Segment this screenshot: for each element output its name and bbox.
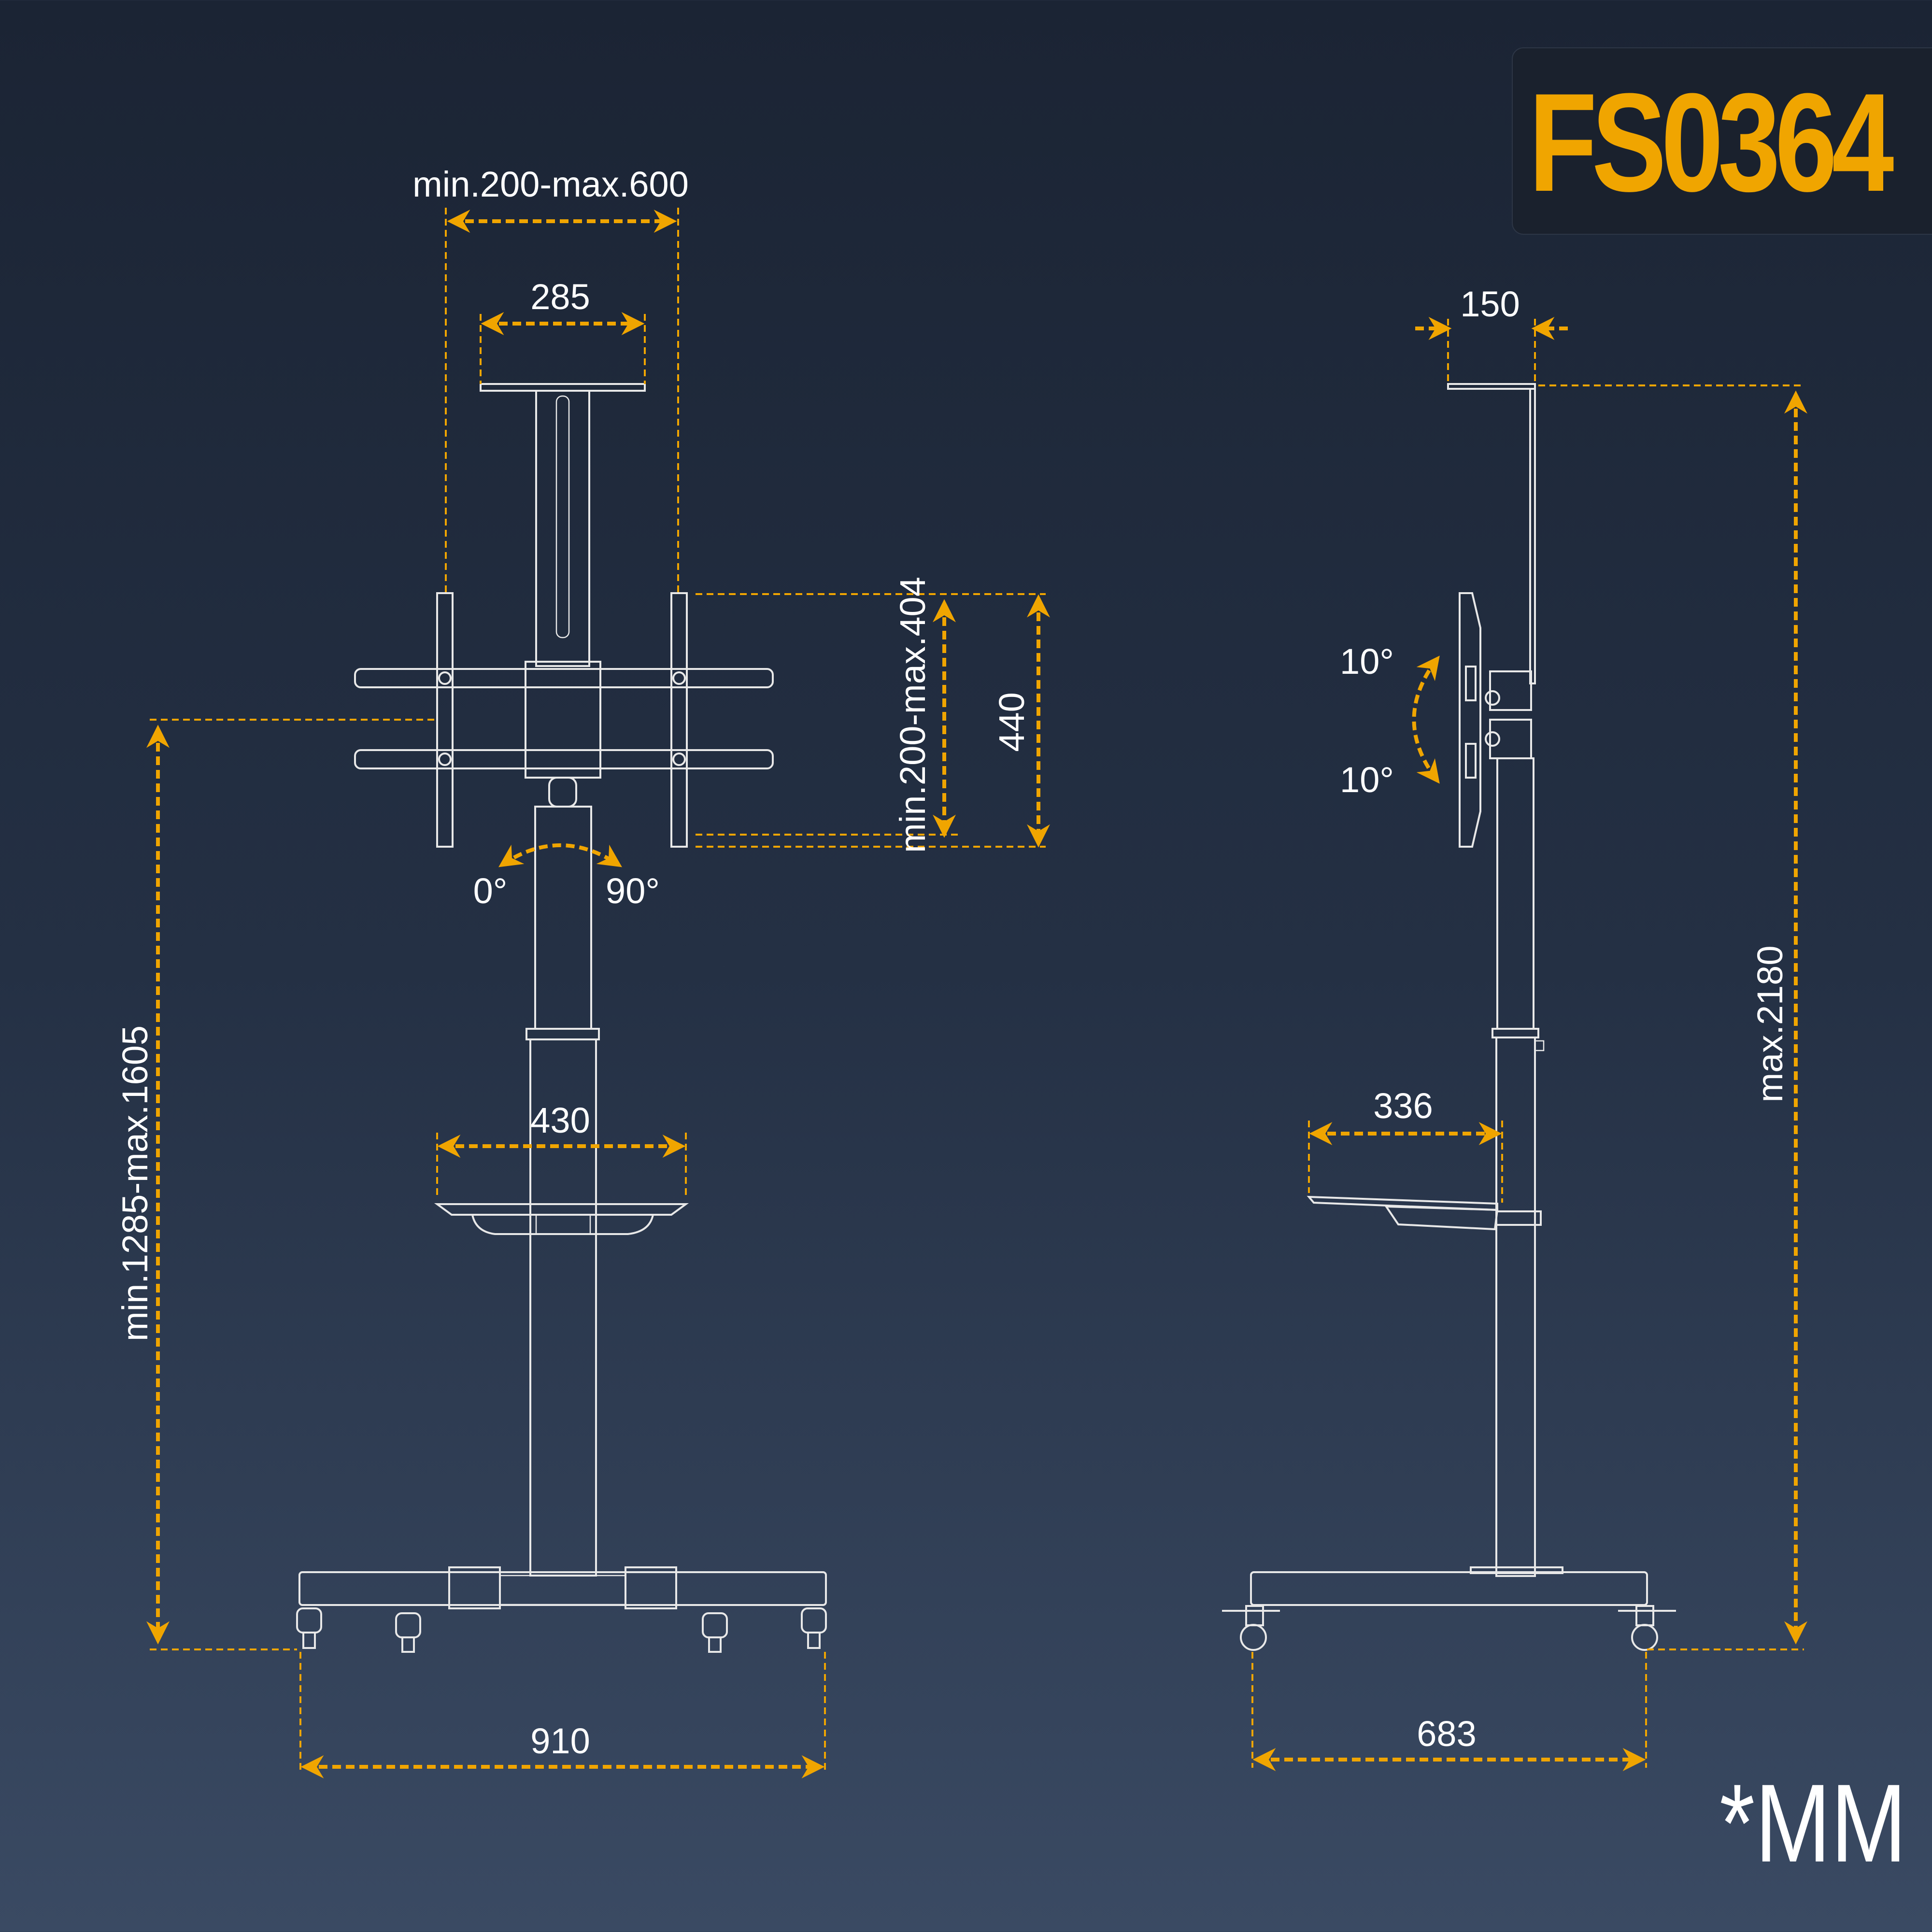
front-top-bracket xyxy=(480,383,646,667)
front-caster-4 xyxy=(801,1607,827,1649)
vesa-height-label: min.200-max.404 xyxy=(893,577,933,853)
side-shelf xyxy=(1307,1195,1542,1231)
base-depth-label: 683 xyxy=(1417,1714,1476,1754)
height-range-label: min.1285-max.1605 xyxy=(115,1025,155,1341)
front-caster-3 xyxy=(702,1612,728,1653)
side-view: 150 10° 10° max.2180 336 683 xyxy=(1222,284,1807,1771)
dim-top-depth: 150 xyxy=(1415,284,1568,384)
dim-tilt: 10° 10° xyxy=(1340,641,1440,800)
dim-vesa-width: min.200-max.600 xyxy=(412,164,689,593)
top-depth-label: 150 xyxy=(1460,284,1520,324)
bracket-width-label: 285 xyxy=(530,277,590,317)
dim-shelf-depth: 336 xyxy=(1308,1086,1503,1203)
bracket-height-label: 440 xyxy=(992,692,1032,752)
dim-height-range: min.1285-max.1605 xyxy=(115,719,437,1650)
front-shelf xyxy=(434,1203,689,1235)
vesa-width-label: min.200-max.600 xyxy=(412,164,689,204)
dim-vesa-height: min.200-max.404 xyxy=(696,577,1046,853)
rotation-start-label: 0° xyxy=(473,871,508,911)
dim-base-depth: 683 xyxy=(1251,1652,1647,1771)
dim-shelf-width: 430 xyxy=(436,1100,687,1198)
tilt-up-label: 10° xyxy=(1340,641,1394,682)
side-caster-1 xyxy=(1222,1605,1280,1651)
front-caster-2 xyxy=(395,1612,421,1653)
front-base xyxy=(296,1566,827,1653)
shelf-depth-label: 336 xyxy=(1373,1086,1433,1126)
dim-base-width: 910 xyxy=(299,1652,826,1778)
tilt-down-label: 10° xyxy=(1340,760,1394,800)
rotation-end-label: 90° xyxy=(606,871,660,911)
unit-label: *MM xyxy=(1719,1761,1907,1885)
side-caster-2 xyxy=(1618,1605,1676,1651)
front-caster-1 xyxy=(296,1607,322,1649)
dim-rotation: 0° 90° xyxy=(473,843,660,911)
model-badge xyxy=(1512,47,1932,235)
shelf-width-label: 430 xyxy=(530,1100,590,1140)
front-vesa-bracket xyxy=(354,592,774,848)
side-top-plate xyxy=(1447,383,1536,684)
side-tilt-mount xyxy=(1459,592,1532,848)
front-view: min.200-max.600 285 min.200-max.404 440 … xyxy=(115,164,1050,1778)
dim-bracket-width: 285 xyxy=(480,277,646,384)
max-height-label: max.2180 xyxy=(1750,946,1790,1103)
front-pole xyxy=(526,806,600,1577)
side-pole xyxy=(1492,757,1545,1577)
side-base xyxy=(1222,1566,1676,1651)
dim-max-height: max.2180 xyxy=(1538,384,1807,1650)
base-width-label: 910 xyxy=(530,1721,590,1761)
model-number: FS0364 xyxy=(1529,64,1894,221)
dim-bracket-height: 440 xyxy=(992,594,1050,848)
